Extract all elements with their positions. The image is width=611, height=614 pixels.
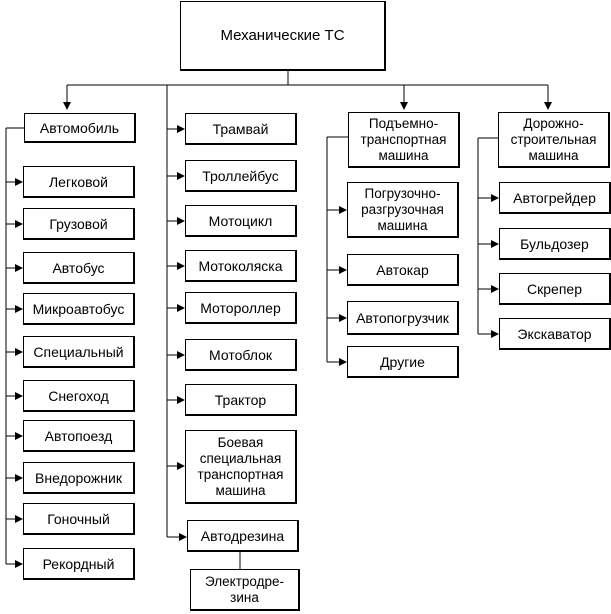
node-other: Другие bbox=[347, 346, 459, 378]
node-snowmobile: Снегоход bbox=[23, 380, 135, 412]
node-autocar: Автокар bbox=[347, 254, 459, 286]
node-trolleybus: Троллейбус bbox=[185, 160, 297, 192]
node-bus: Автобус bbox=[23, 252, 135, 284]
node-railcar: Автодрезина bbox=[187, 520, 299, 552]
node-forklift: Автопогрузчик bbox=[347, 301, 459, 335]
node-minibus: Микроавтобус bbox=[23, 293, 135, 325]
node-electric-railcar: Электродре-зина bbox=[190, 569, 300, 611]
node-passenger-car: Легковой bbox=[23, 166, 135, 198]
node-special: Специальный bbox=[23, 336, 135, 368]
node-motorcycle-sidecar: Мотоколяска bbox=[185, 250, 297, 282]
node-bulldozer: Бульдозер bbox=[499, 228, 611, 260]
node-tram: Трамвай bbox=[185, 113, 297, 145]
node-record: Рекордный bbox=[23, 548, 135, 580]
node-racing: Гоночный bbox=[23, 503, 135, 535]
node-scooter: Мотороллер bbox=[185, 292, 297, 324]
node-road-construction: Дорожно-строительная машина bbox=[498, 112, 610, 168]
node-excavator: Экскаватор bbox=[499, 318, 611, 350]
node-off-road: Внедорожник bbox=[23, 462, 135, 494]
node-scraper: Скрепер bbox=[499, 273, 611, 305]
root-node: Механические ТС bbox=[180, 1, 386, 71]
node-combat-vehicle: Боевая специальная транспортная машина bbox=[185, 430, 297, 504]
node-motoblock: Мотоблок bbox=[185, 339, 297, 371]
node-tractor: Трактор bbox=[185, 384, 297, 416]
node-truck: Грузовой bbox=[23, 208, 135, 240]
node-loading-unloading: Погрузочно-разгрузочная машина bbox=[347, 182, 459, 238]
node-grader: Автогрейдер bbox=[499, 182, 611, 214]
node-lifting-transport: Подъемно-транспортная машина bbox=[348, 112, 460, 168]
node-motorcycle: Мотоцикл bbox=[185, 205, 297, 237]
node-road-train: Автопоезд bbox=[23, 420, 135, 452]
node-automobile: Автомобиль bbox=[24, 113, 136, 143]
